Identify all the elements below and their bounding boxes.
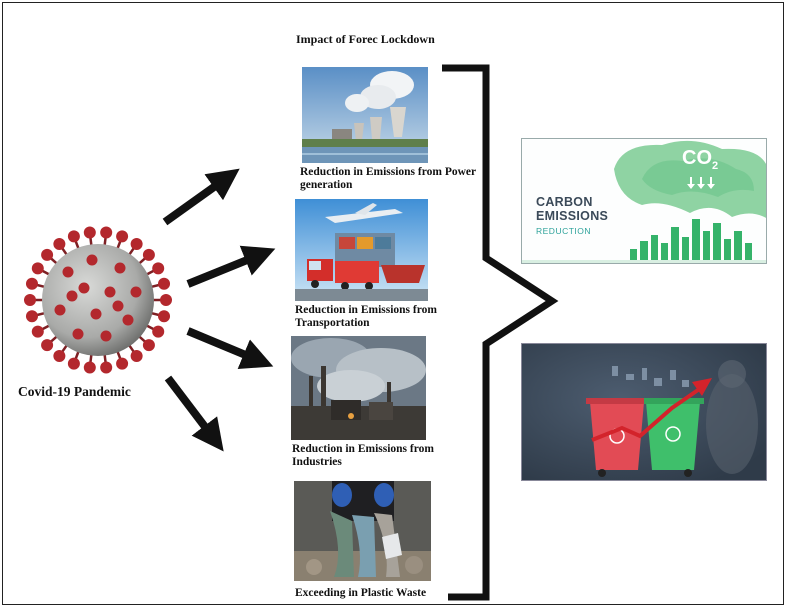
arrow-to-power (162, 168, 240, 226)
virus-spike-tip (83, 361, 96, 374)
virus-spike-tip (41, 248, 54, 261)
virus-spike-tip (116, 230, 129, 243)
virus-surface-spike (100, 330, 112, 342)
virus-spike-tip (31, 262, 44, 275)
plastic-waste-card (521, 343, 767, 481)
virus-surface-spike (62, 266, 74, 278)
virus-spike-tip (160, 294, 172, 306)
virus-spike-tip (53, 349, 66, 362)
virus-surface-spike (104, 286, 116, 298)
virus-spike-tip (152, 325, 165, 338)
impact-label-industries: Reduction in Emissions from Industries (292, 443, 434, 468)
virus-spike-tip (100, 361, 113, 374)
virus-spike-tip (130, 238, 143, 251)
carbon-card-title: CARBON EMISSIONS (536, 195, 609, 223)
virus-spike-tip (25, 310, 38, 323)
virus-spike-tip (158, 310, 171, 323)
impact-label-plastic: Exceeding in Plastic Waste (295, 587, 427, 599)
virus-surface-spike (72, 328, 84, 340)
diagram-title: Impact of Forec Lockdown (296, 32, 435, 46)
virus-surface-spike (86, 254, 98, 266)
virus-surface-spike (78, 282, 90, 294)
co2-symbol: CO2 (682, 147, 719, 172)
virus-spike-tip (142, 248, 155, 261)
transportation-photo (295, 199, 428, 301)
virus-surface-spike (90, 308, 102, 320)
virus-spike-tip (152, 262, 165, 275)
virus-surface-spike (122, 314, 134, 326)
arrow-to-transport (186, 245, 276, 288)
virus-spike-tip (67, 230, 80, 243)
impact-label-transportation: Reduction in Emissions from Transportati… (295, 304, 437, 329)
virus-surface-spike (66, 290, 78, 302)
virus-spike-tip (158, 277, 171, 290)
carbon-reduction-card: CO2 CARBON EMISSIONS REDUCTION (521, 138, 767, 264)
source-label: Covid-19 Pandemic (18, 384, 131, 399)
virus-surface-spike (114, 262, 126, 274)
virus-spike-tip (53, 238, 66, 251)
virus-spike-tip (67, 357, 80, 370)
arrow-to-plastic (164, 375, 224, 452)
virus-spike-tip (100, 226, 113, 239)
power-plant-photo (302, 67, 428, 163)
virus-spike-tip (24, 294, 36, 306)
virus-spike-tip (25, 277, 38, 290)
grouping-brace (442, 64, 559, 601)
carbon-card-subtitle: REDUCTION (536, 226, 592, 236)
virus-spike-tip (130, 349, 143, 362)
virus-spike-tip (31, 325, 44, 338)
virus-spike-tip (116, 357, 129, 370)
virus-spike-tip (41, 339, 54, 352)
virus-surface-spike (112, 300, 124, 312)
arrow-to-industry (186, 327, 274, 369)
virus-surface-spike (130, 286, 142, 298)
carbon-cloud-chart-icon (522, 140, 766, 263)
industry-smoke-photo (291, 336, 426, 440)
virus-spike-tip (83, 226, 96, 239)
virus-spike-tip (142, 339, 155, 352)
plastic-masks-photo (294, 481, 431, 581)
virus-surface-spike (54, 304, 66, 316)
impact-label-power: Reduction in Emissions from Power genera… (300, 166, 476, 191)
coronavirus-icon (24, 226, 172, 374)
waste-bins-rising-arrow-icon (522, 344, 766, 480)
